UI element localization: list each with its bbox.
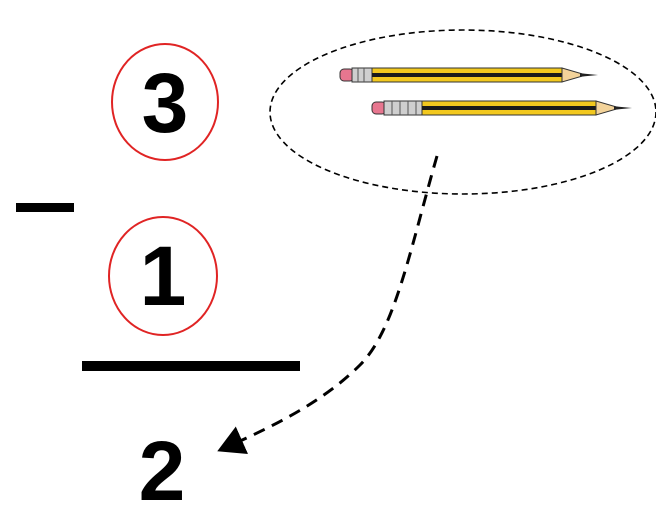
pencil-icon (339, 67, 598, 83)
result-line (82, 361, 300, 371)
subtrahend-group: 1 (108, 216, 218, 336)
minus-sign (16, 203, 74, 212)
minuend-circle (111, 43, 219, 161)
dashed-arrow (217, 155, 439, 454)
pencil-icon (371, 100, 632, 116)
difference-number: 2 (139, 424, 186, 508)
minuend-number: 3 (142, 56, 189, 150)
minuend-group: 3 (111, 43, 219, 161)
subtrahend-number: 1 (140, 229, 187, 323)
pencil-group-outline (269, 29, 656, 195)
subtrahend-circle (108, 216, 218, 336)
